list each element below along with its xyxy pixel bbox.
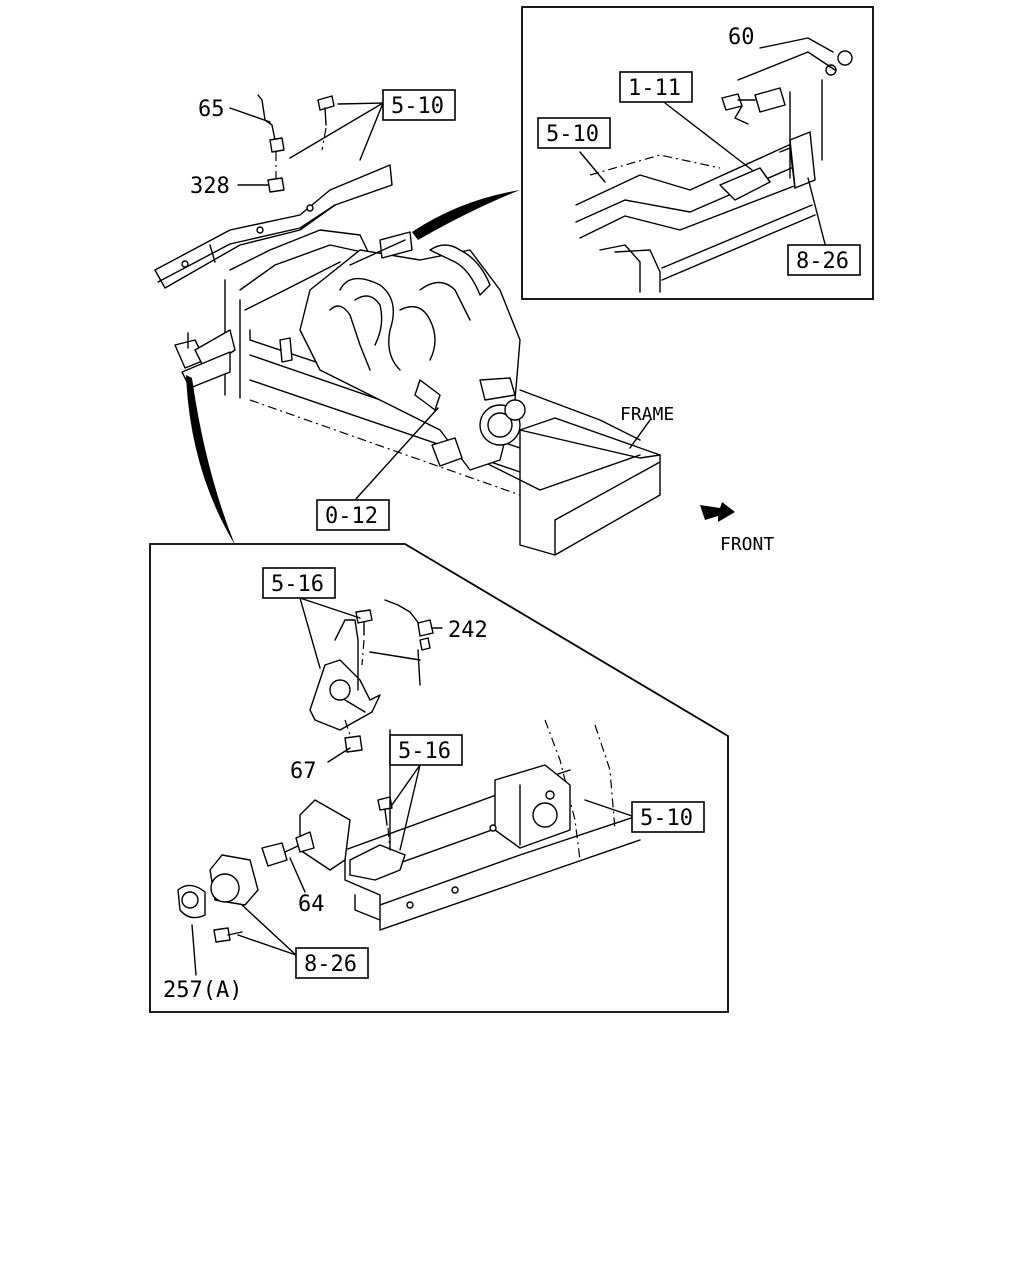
callout-5-16-a[interactable]: 5-16	[262, 567, 336, 599]
callout-5-10-lower[interactable]: 5-10	[631, 801, 705, 833]
part-number-65[interactable]: 65	[198, 97, 225, 122]
inset-pointer-bottom	[186, 375, 235, 545]
callout-8-26-inset-text: 8-26	[796, 249, 849, 274]
inset-pointer-top	[412, 190, 520, 240]
part-number-60[interactable]: 60	[728, 25, 755, 50]
callout-1-11[interactable]: 1-11	[619, 71, 693, 103]
inset-mounting-detail	[149, 543, 729, 1013]
part-number-257a[interactable]: 257(A)	[163, 978, 242, 1003]
part-number-242[interactable]: 242	[448, 618, 488, 643]
callout-8-26-lower[interactable]: 8-26	[295, 947, 369, 979]
callout-0-12[interactable]: 0-12	[316, 499, 390, 531]
callout-5-16-b-text: 5-16	[398, 739, 451, 764]
front-label: FRONT	[720, 534, 774, 555]
engine-frame-view	[154, 94, 661, 556]
callout-8-26-lower-text: 8-26	[304, 952, 357, 977]
inset-sensor-bracket	[521, 6, 874, 300]
callout-5-10-top-text: 5-10	[391, 94, 444, 119]
part-number-64[interactable]: 64	[298, 892, 325, 917]
front-arrow-icon	[700, 502, 735, 522]
callout-5-10-inset[interactable]: 5-10	[537, 117, 611, 149]
part-number-328[interactable]: 328	[190, 174, 230, 199]
callout-5-10-lower-text: 5-10	[640, 806, 693, 831]
callout-5-10-top[interactable]: 5-10	[382, 89, 456, 121]
callout-1-11-text: 1-11	[628, 76, 681, 101]
frame-label: FRAME	[620, 404, 674, 425]
part-number-67[interactable]: 67	[290, 759, 317, 784]
callout-0-12-text: 0-12	[325, 504, 378, 529]
callout-5-16-b[interactable]: 5-16	[389, 734, 463, 766]
callout-8-26-inset[interactable]: 8-26	[787, 244, 861, 276]
callout-5-16-a-text: 5-16	[271, 572, 324, 597]
callout-5-10-inset-text: 5-10	[546, 122, 599, 147]
